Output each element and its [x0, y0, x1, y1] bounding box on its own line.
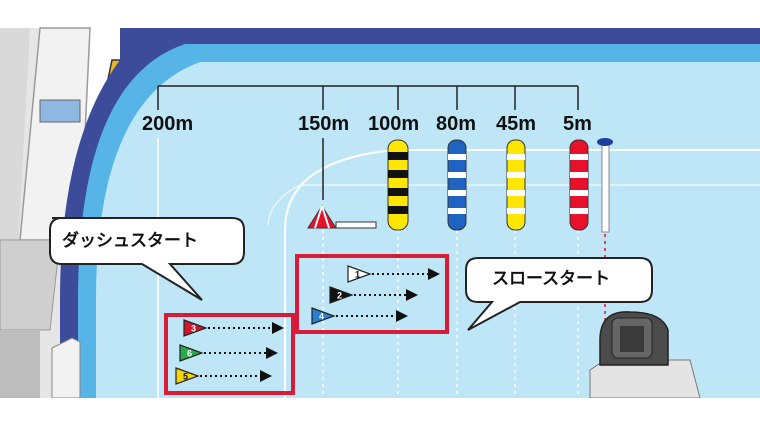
pit-building	[51, 337, 81, 399]
marker-80m	[447, 139, 467, 231]
boat-2: 2	[329, 286, 418, 304]
dash-start-box	[164, 313, 295, 395]
boat-number-3: 3	[191, 324, 196, 334]
boat-5: 5	[175, 367, 272, 385]
distance-label-150m: 150m	[298, 113, 350, 135]
boat-number-5: 5	[183, 372, 188, 382]
boat-number-2: 2	[337, 291, 342, 301]
distance-label-45m: 45m	[496, 113, 537, 135]
start-line-post	[597, 138, 613, 233]
slow-start-box	[295, 254, 449, 334]
dash-start-callout: ダッシュスタート	[62, 231, 198, 251]
boat-number-1: 1	[355, 270, 360, 280]
marker-5m	[569, 139, 589, 231]
slow-start-callout-balloon	[465, 257, 653, 331]
boat-number-6: 6	[187, 349, 192, 359]
arrow-head	[428, 268, 440, 280]
boats-layer: 1 2 4 3 6 5	[175, 265, 440, 385]
dash-start-callout-balloon	[49, 217, 245, 301]
distance-label-100m: 100m	[368, 113, 420, 135]
boat-4: 4	[311, 307, 408, 325]
arrow-head	[260, 370, 272, 382]
arrow-head	[406, 289, 418, 301]
arrow-head	[272, 322, 284, 334]
arrow-head	[396, 310, 408, 322]
marker-150m	[307, 205, 377, 229]
distance-label-5m: 5m	[563, 113, 592, 135]
boat-3: 3	[183, 319, 284, 337]
boat-6: 6	[179, 344, 278, 362]
judge-tower	[589, 311, 701, 399]
distance-label-200m: 200m	[142, 113, 194, 135]
slow-start-callout: スロースタート	[492, 269, 611, 289]
marker-100m	[387, 139, 409, 231]
arrow-head	[266, 347, 278, 359]
marker-45m	[506, 139, 526, 231]
boat-number-4: 4	[319, 312, 324, 322]
boat-1: 1	[347, 265, 440, 283]
distance-label-80m: 80m	[436, 113, 477, 135]
